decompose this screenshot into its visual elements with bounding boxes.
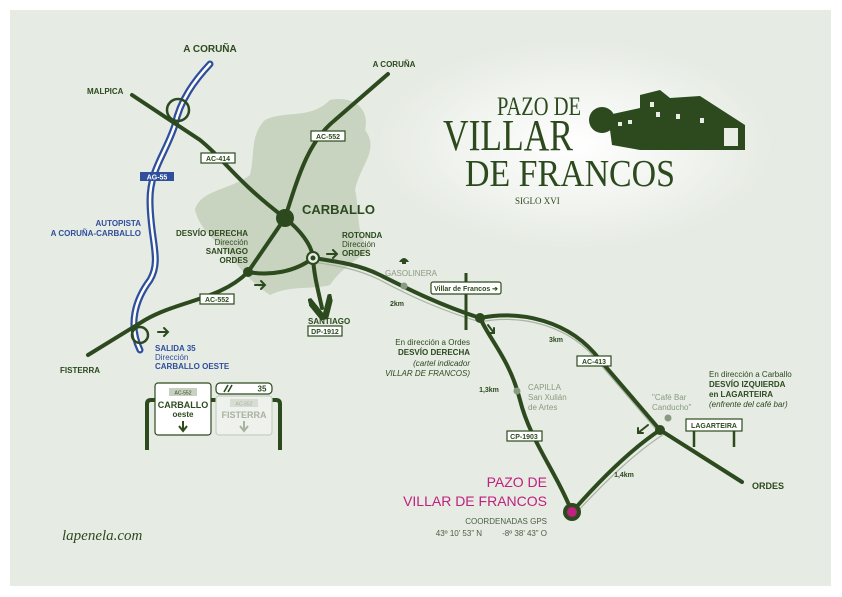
road-lagarteira-pazo bbox=[570, 428, 662, 514]
svg-text:(cartel indicador: (cartel indicador bbox=[413, 359, 470, 368]
svg-text:SALIDA 35: SALIDA 35 bbox=[155, 344, 196, 353]
distance-3km: 3km bbox=[549, 337, 563, 344]
down-arrow-icon bbox=[178, 421, 188, 433]
fuel-station-icon bbox=[399, 258, 409, 264]
exit-number: 35 bbox=[258, 385, 267, 394]
badge-ag55: AG-55 bbox=[147, 175, 168, 182]
carballo-town-area bbox=[195, 99, 371, 295]
svg-text:en LAGARTEIRA: en LAGARTEIRA bbox=[709, 390, 773, 399]
logo-glow bbox=[375, 40, 775, 250]
exit-sign-dest-1: CARBALLO bbox=[158, 400, 209, 410]
road-ac552-south bbox=[86, 216, 287, 357]
svg-text:43º 10’ 53” N: 43º 10’ 53” N bbox=[436, 529, 482, 538]
svg-text:DESVÍO IZQUIERDA: DESVÍO IZQUIERDA bbox=[709, 380, 786, 389]
exit-sign-dest-1b: oeste bbox=[173, 410, 194, 419]
villar-sign-text: Villar de Francos ➔ bbox=[434, 286, 498, 293]
badge-dp1912: DP-1912 bbox=[311, 329, 339, 336]
carballo-junction bbox=[276, 209, 294, 227]
label-santiago: SANTIAGO bbox=[308, 317, 350, 326]
logo-line-3: DE FRANCOS bbox=[465, 153, 675, 195]
pazo-logo: PAZO DE VILLAR DE FRANCOS SIGLO XVI bbox=[443, 90, 745, 206]
svg-text:VILLAR DE FRANCOS): VILLAR DE FRANCOS) bbox=[385, 369, 470, 378]
road-a-coruna bbox=[283, 72, 390, 220]
label-malpica: MALPICA bbox=[87, 87, 124, 96]
svg-text:ROTONDA: ROTONDA bbox=[342, 231, 383, 240]
svg-text:DESVÍO DERECHA: DESVÍO DERECHA bbox=[398, 348, 470, 357]
exit-sign-dest-2: FISTERRA bbox=[222, 410, 268, 420]
note-desvio-derecha: DESVÍO DERECHA Dirección SANTIAGO ORDES bbox=[176, 229, 249, 265]
distance-1-4km: 1,4km bbox=[614, 472, 634, 479]
badge-cp1903: CP-1903 bbox=[510, 434, 538, 441]
badge-ac552-south: AC-552 bbox=[205, 297, 229, 304]
note-ordes-turn: En dirección a Ordes DESVÍO DERECHA (car… bbox=[385, 338, 470, 378]
exit-sign-road-1: AC-552 bbox=[175, 391, 192, 397]
svg-text:En dirección a Ordes: En dirección a Ordes bbox=[395, 338, 470, 347]
lagarteira-sign bbox=[685, 418, 743, 432]
motorway-exit-icon bbox=[223, 384, 233, 393]
note-rotonda: ROTONDA Dirección ORDES bbox=[342, 231, 383, 258]
svg-text:COORDENADAS GPS: COORDENADAS GPS bbox=[465, 517, 547, 526]
svg-text:"Café Bar: "Café Bar bbox=[652, 393, 687, 402]
svg-text:Dirección: Dirección bbox=[155, 353, 188, 362]
svg-text:San Xulián: San Xulián bbox=[528, 393, 567, 402]
manor-house-illustration bbox=[589, 90, 745, 150]
destination-name: PAZO DE VILLAR DE FRANCOS bbox=[403, 474, 547, 509]
svg-text:Dirección: Dirección bbox=[215, 238, 248, 247]
gps-coordinates: COORDENADAS GPS 43º 10’ 53” N -8º 38’ 43… bbox=[436, 517, 547, 538]
exit-sign: AC-552 AC-552 CARBALLO oeste FISTERRA 35 bbox=[145, 382, 282, 450]
svg-text:(enfrente del café bar): (enfrente del café bar) bbox=[709, 400, 788, 409]
label-fisterra: FISTERRA bbox=[60, 366, 100, 375]
label-ordes: ORDES bbox=[752, 481, 784, 491]
website-label: lapenela.com bbox=[62, 528, 143, 544]
svg-text:de Artes: de Artes bbox=[528, 403, 557, 412]
note-salida-35: SALIDA 35 Dirección CARBALLO OESTE bbox=[155, 344, 230, 371]
label-carballo: CARBALLO bbox=[302, 202, 375, 217]
svg-text:VILLAR DE FRANCOS: VILLAR DE FRANCOS bbox=[403, 493, 547, 509]
svg-text:DESVÍO DERECHA: DESVÍO DERECHA bbox=[176, 229, 248, 238]
badge-ac552-north: AC-552 bbox=[316, 134, 340, 141]
svg-text:Canducho": Canducho" bbox=[652, 403, 691, 412]
down-arrow-icon bbox=[239, 421, 249, 433]
svg-text:PAZO DE: PAZO DE bbox=[487, 474, 547, 490]
svg-text:-8º 38’ 43” O: -8º 38’ 43” O bbox=[502, 529, 547, 538]
label-gasolinera: GASOLINERA bbox=[385, 269, 438, 278]
distance-2km: 2km bbox=[390, 301, 404, 308]
road-cp1903 bbox=[478, 316, 574, 514]
cafe-marker bbox=[664, 414, 672, 422]
logo-line-2: VILLAR bbox=[443, 111, 574, 160]
svg-text:AUTOPISTA: AUTOPISTA bbox=[96, 219, 142, 228]
badge-ac413: AC-413 bbox=[582, 359, 606, 366]
svg-text:ORDES: ORDES bbox=[342, 249, 371, 258]
logo-subtitle: SIGLO XVI bbox=[515, 196, 560, 206]
svg-text:Dirección: Dirección bbox=[342, 240, 375, 249]
road-to-ordes bbox=[311, 256, 482, 320]
road-malpica bbox=[130, 93, 287, 220]
villar-signpost bbox=[430, 281, 502, 295]
label-a-coruna-nw: A CORUÑA bbox=[183, 42, 237, 55]
chapel-marker bbox=[513, 387, 521, 395]
gasolinera-marker bbox=[400, 282, 408, 290]
badge-ac414: AC-414 bbox=[206, 156, 230, 163]
svg-text:A CORUÑA-CARBALLO: A CORUÑA-CARBALLO bbox=[51, 229, 141, 238]
exit-sign-road-2: AC-552 bbox=[236, 402, 253, 408]
svg-text:En dirección a Carballo: En dirección a Carballo bbox=[709, 370, 792, 379]
distance-1-3km: 1,3km bbox=[479, 387, 499, 394]
note-carballo-turn: En dirección a Carballo DESVÍO IZQUIERDA… bbox=[709, 370, 792, 409]
svg-text:CAPILLA: CAPILLA bbox=[528, 383, 562, 392]
label-a-coruna-ne: A CORUÑA bbox=[373, 60, 416, 69]
svg-text:SANTIAGO: SANTIAGO bbox=[206, 247, 248, 256]
svg-text:ORDES: ORDES bbox=[220, 256, 249, 265]
lagarteira-sign-text: LAGARTEIRA bbox=[691, 423, 737, 430]
logo-line-1: PAZO DE bbox=[497, 92, 581, 121]
svg-text:CARBALLO OESTE: CARBALLO OESTE bbox=[155, 362, 230, 371]
